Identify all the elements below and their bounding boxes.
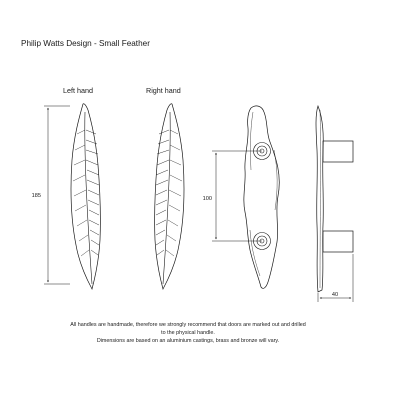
bottom-standoff xyxy=(322,230,354,253)
left-hand-label: Left hand xyxy=(63,86,93,95)
height-dimension: 185 xyxy=(32,105,70,285)
projection-dimension: 40 xyxy=(317,254,354,302)
top-standoff xyxy=(322,140,354,163)
projection-dimension-label: 40 xyxy=(332,292,338,298)
spacing-dimension: 100 xyxy=(203,150,262,242)
spacing-dimension-label: 100 xyxy=(203,196,212,202)
disclaimer-notes: All handles are handmade, therefore we s… xyxy=(8,321,368,345)
height-dimension-label: 185 xyxy=(32,193,41,199)
side-view xyxy=(315,104,354,293)
note-line-2: to the physical handle. xyxy=(161,330,215,337)
page-title: Philip Watts Design - Small Feather xyxy=(21,39,150,48)
right-hand-label: Right hand xyxy=(146,86,181,95)
back-view-plate xyxy=(243,105,280,289)
right-hand-feather xyxy=(154,103,185,290)
left-hand-feather xyxy=(70,103,101,290)
note-line-3: Dimensions are based on an aluminium cas… xyxy=(96,338,280,345)
bottom-fixing-boss xyxy=(253,232,271,250)
note-line-1: All handles are handmade, therefore we s… xyxy=(70,322,306,328)
top-fixing-boss xyxy=(253,142,271,160)
